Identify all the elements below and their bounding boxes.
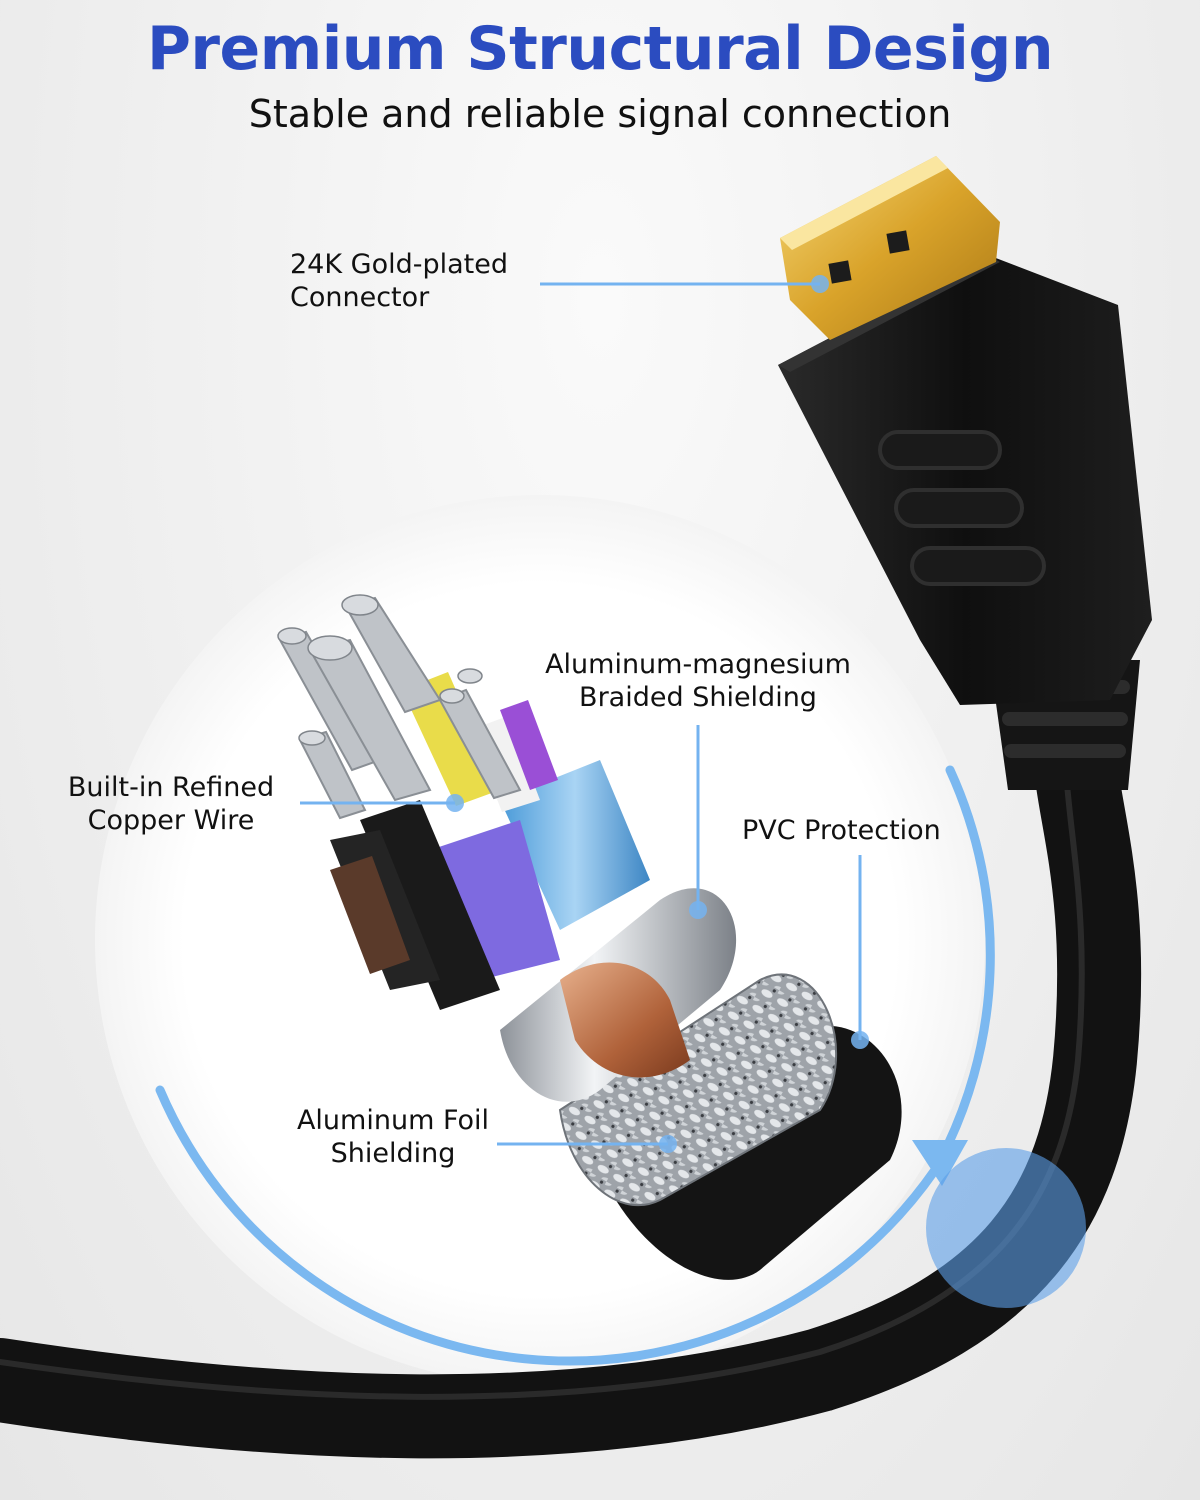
cable-body — [0, 718, 1142, 1459]
callout-braided-shielding-line2: Braided Shielding — [579, 682, 817, 713]
callout-foil-shielding-line1: Aluminum Foil — [296, 1105, 490, 1136]
callout-foil-shielding-line2: Shielding — [330, 1138, 456, 1169]
hdmi-connector-icon — [778, 156, 1152, 705]
callout-gold-connector-line2: Connector — [290, 282, 430, 313]
callout-braided-shielding-line1: Aluminum-magnesium — [545, 649, 851, 680]
callout-pvc-protection-line1: PVC Protection — [742, 815, 941, 846]
callout-pvc-protection: PVC Protection — [742, 814, 941, 847]
callout-copper-wire-line1: Built-in Refined — [67, 772, 275, 803]
cable-cross-section-icon — [277, 594, 902, 1280]
callout-foil-shielding: Aluminum Foil Shielding — [280, 1104, 506, 1170]
page-title: Premium Structural Design — [146, 14, 1054, 84]
callout-lines — [300, 275, 869, 1153]
callout-gold-connector-line1: 24K Gold-plated — [290, 249, 508, 280]
callout-copper-wire: Built-in Refined Copper Wire — [40, 771, 302, 837]
callout-braided-shielding: Aluminum-magnesium Braided Shielding — [520, 648, 876, 714]
callout-gold-connector: 24K Gold-plated Connector — [290, 248, 508, 314]
page-subtitle: Stable and reliable signal connection — [248, 92, 952, 136]
callout-copper-wire-line2: Copper Wire — [87, 805, 255, 836]
lens-highlight — [926, 1148, 1086, 1308]
